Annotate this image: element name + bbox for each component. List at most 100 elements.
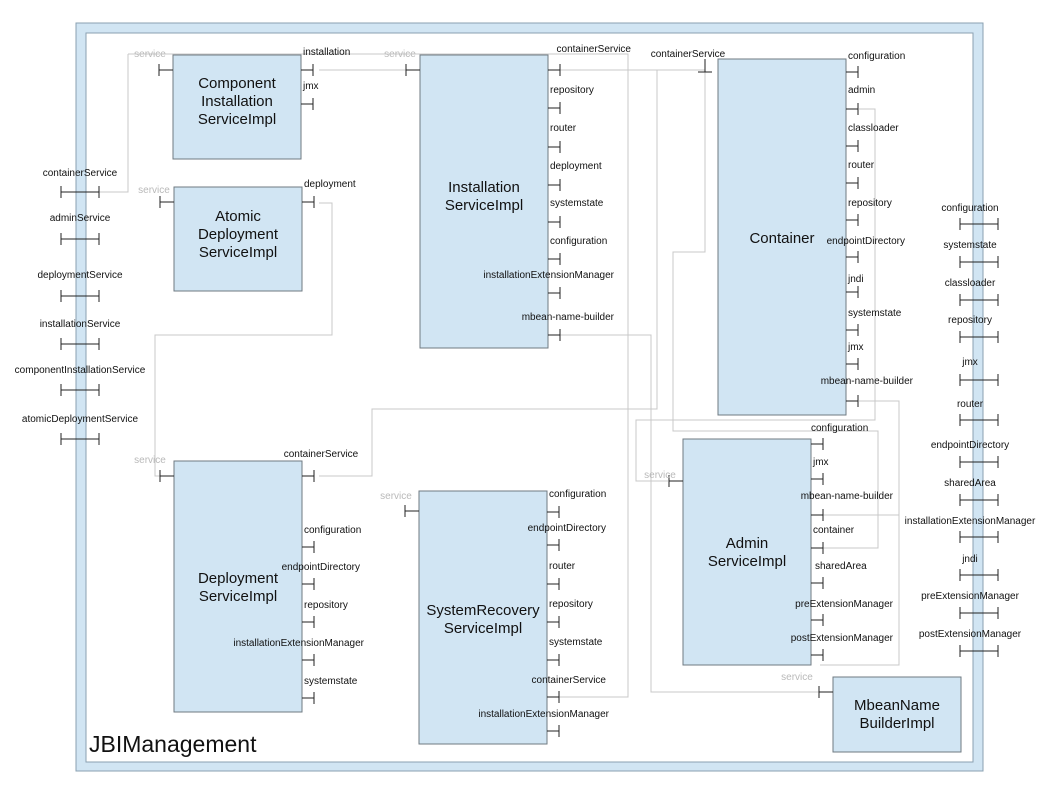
boundary-port-label: installationService	[40, 319, 121, 330]
boundary-ports: containerService adminService deploymentSe…	[15, 168, 1036, 657]
port-label-configuration: configuration	[304, 525, 361, 536]
boundary-port-label: endpointDirectory	[931, 440, 1009, 451]
component-title: Deployment	[198, 570, 279, 587]
boundary-port-label: installationExtensionManager	[905, 516, 1036, 527]
component-box[interactable]	[172, 54, 302, 160]
port-label-systemstate: systemstate	[304, 676, 358, 687]
atomic-deployment-service-impl[interactable]: AtomicDeploymentServiceImplservicedeploy…	[138, 179, 356, 292]
port-label-router: router	[549, 561, 576, 572]
boundary-port-post-extension-manager: postExtensionManager	[919, 629, 1022, 657]
boundary-port-label: atomicDeploymentService	[22, 414, 139, 425]
boundary-port-label: preExtensionManager	[921, 591, 1020, 602]
component-title: ServiceImpl	[198, 111, 276, 128]
boundary-port-label: componentInstallationService	[15, 365, 146, 376]
component-box[interactable]	[173, 460, 303, 713]
boundary-port-classloader: classloader	[945, 278, 999, 306]
service-label: service	[380, 491, 412, 502]
port-label-container-service: containerService	[532, 675, 607, 686]
port-label-endpoint-directory: endpointDirectory	[827, 236, 905, 247]
boundary-port-shared-area: sharedArea	[944, 478, 999, 506]
component-title: ServiceImpl	[199, 244, 277, 261]
port-label-systemstate: systemstate	[549, 637, 603, 648]
component-title: ServiceImpl	[444, 620, 522, 637]
port-label-router: router	[550, 123, 577, 134]
connectors	[81, 53, 900, 698]
component-title: Admin	[726, 535, 769, 552]
port-label-mbean-name-builder: mbean-name-builder	[821, 376, 914, 387]
boundary-port-label: adminService	[50, 213, 111, 224]
boundary-port-router: router	[957, 399, 999, 426]
connector-line	[672, 70, 879, 549]
component-box[interactable]	[419, 54, 549, 349]
port-label-container-service: containerService	[557, 44, 632, 55]
boundary-port-label: classloader	[945, 278, 996, 289]
connector-line	[820, 400, 900, 666]
boundary-port-label: jmx	[961, 357, 978, 368]
boundary-port-systemstate: systemstate	[943, 240, 999, 268]
boundary-port-atomic-deployment-service: atomicDeploymentService	[22, 414, 139, 445]
service-label: service	[384, 49, 416, 60]
port-label-repository: repository	[304, 600, 348, 611]
boundary-port-installation-service: installationService	[40, 319, 121, 350]
boundary-port-label: containerService	[43, 168, 118, 179]
component-box[interactable]	[682, 438, 812, 666]
port-label-jmx: jmx	[302, 81, 319, 92]
boundary-port-configuration: configuration	[941, 203, 999, 230]
component-title: ServiceImpl	[708, 553, 786, 570]
boundary-port-label: postExtensionManager	[919, 629, 1022, 640]
component-title: Atomic	[215, 208, 261, 225]
port-label-container-service: containerService	[651, 49, 726, 60]
frame-title: JBIManagement	[89, 731, 257, 757]
port-label-installation-extension-manager: installationExtensionManager	[233, 638, 364, 649]
component-box[interactable]	[173, 186, 303, 292]
boundary-port-label: repository	[948, 315, 992, 326]
boundary-port-deployment-service: deploymentService	[37, 270, 123, 302]
component-box[interactable]	[832, 676, 962, 753]
port-label-repository: repository	[550, 85, 594, 96]
boundary-port-jndi: jndi	[959, 554, 999, 581]
port-label-jndi: jndi	[847, 274, 864, 285]
boundary-port-label: jndi	[961, 554, 978, 565]
boundary-port-admin-service: adminService	[50, 213, 111, 245]
component-title: SystemRecovery	[426, 602, 540, 619]
service-label: service	[644, 470, 676, 481]
deployment-service-impl[interactable]: DeploymentServiceImplservicecontainerSer…	[134, 449, 365, 713]
port-label-jmx: jmx	[847, 342, 864, 353]
connector-line	[319, 70, 658, 477]
admin-service-impl[interactable]: AdminServiceImplserviceconfigurationjmxm…	[644, 423, 894, 666]
component-title: Container	[749, 230, 814, 247]
service-label: service	[134, 455, 166, 466]
component-title: ServiceImpl	[445, 197, 523, 214]
service-label: service	[138, 185, 170, 196]
boundary-port-label: systemstate	[943, 240, 997, 251]
service-label: service	[134, 49, 166, 60]
boundary-port-repository: repository	[948, 315, 999, 343]
component-box[interactable]	[418, 490, 548, 745]
port-label-installation-extension-manager: installationExtensionManager	[478, 709, 609, 720]
port-label-configuration: configuration	[811, 423, 868, 434]
port-label-configuration: configuration	[848, 51, 905, 62]
port-label-endpoint-directory: endpointDirectory	[282, 562, 360, 573]
boundary-port-container-service: containerService	[43, 168, 118, 198]
port-label-pre-extension-manager: preExtensionManager	[795, 599, 894, 610]
component-title: Installation	[448, 179, 520, 196]
component-box[interactable]	[717, 58, 847, 416]
port-label-systemstate: systemstate	[550, 198, 604, 209]
boundary-port-pre-extension-manager: preExtensionManager	[921, 591, 1020, 619]
component-title: BuilderImpl	[859, 715, 934, 732]
boundary-port-jmx: jmx	[959, 357, 999, 386]
connector-line	[559, 334, 819, 693]
port-label-classloader: classloader	[848, 123, 899, 134]
port-label-repository: repository	[549, 599, 593, 610]
port-label-container: container	[813, 525, 855, 536]
port-label-configuration: configuration	[550, 236, 607, 247]
boundary-port-label: configuration	[941, 203, 998, 214]
port-label-router: router	[848, 160, 875, 171]
